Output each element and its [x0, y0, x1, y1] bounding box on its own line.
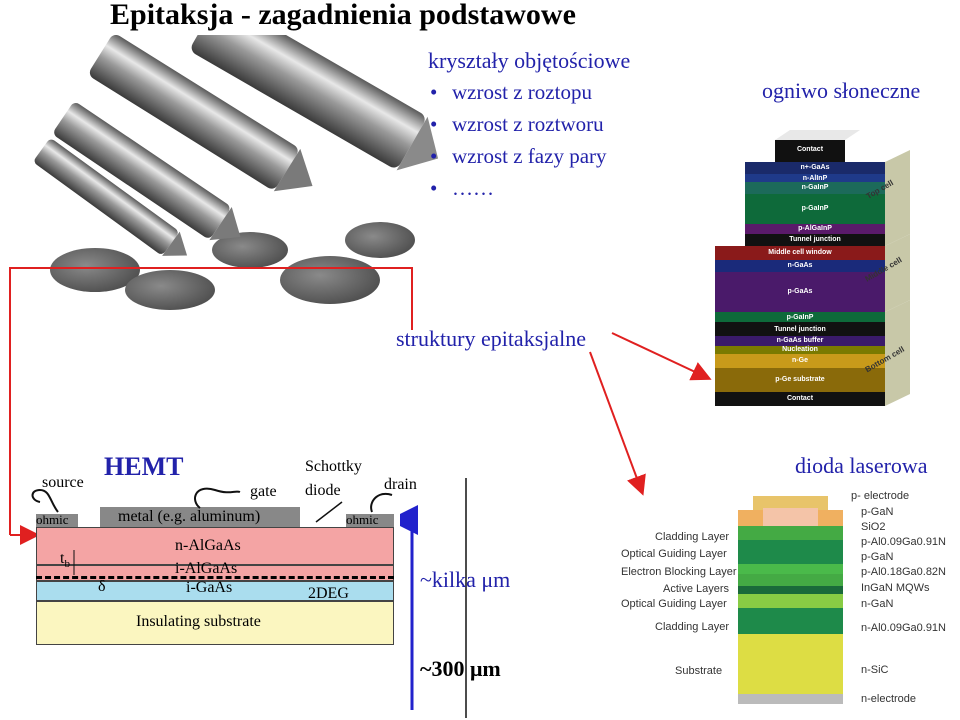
laser-right-label: n-electrode: [861, 693, 917, 705]
solar-layer-label: Tunnel junction: [789, 236, 841, 243]
arrow-to-solar: [611, 332, 712, 381]
laser-left-label: Active Layers: [663, 583, 730, 595]
laser-left-label: Optical Guiding Layer: [621, 598, 727, 610]
laser-right-label: p-Al0.09Ga0.91N: [861, 536, 946, 548]
hemt-gate-wire: [194, 487, 241, 509]
wafer: [345, 222, 415, 258]
solar-layer-label: n-GaAs buffer: [776, 337, 824, 344]
laser-right-label: n-GaN: [861, 598, 894, 610]
hemt-schottky-pointer: [315, 501, 343, 523]
hemt-diode-label: diode: [305, 482, 341, 499]
hemt-tb-label: tb: [60, 550, 70, 571]
bulk-item-melt: wzrost z roztopu: [430, 80, 592, 105]
hemt-metal-gate: [100, 507, 300, 527]
solar-layer-label: p-GaInP: [786, 314, 814, 321]
hemt-source-label: source: [42, 474, 84, 491]
hemt-delta-doping-line: [36, 576, 394, 579]
arrow-to-hemt: [9, 267, 413, 535]
solar-layer-label: Nucleation: [782, 346, 818, 353]
solar-layer-label: n-GaInP: [801, 184, 829, 191]
arrow-to-laser: [589, 351, 646, 496]
bulk-item-solution: wzrost z roztworu: [430, 112, 604, 137]
solar-layer-label: Contact: [786, 395, 814, 402]
ingot: [89, 35, 313, 192]
wafer: [212, 232, 288, 268]
bulk-crystals-heading: kryształy objętościowe: [428, 48, 631, 73]
hemt-title: HEMT: [104, 452, 184, 481]
laser-left-label: Substrate: [675, 665, 723, 677]
solar-layer-label: n-Ge: [792, 357, 808, 364]
laser-right-label: p- electrode: [851, 490, 910, 502]
solar-top-contact-label: Contact: [796, 146, 824, 153]
hemt-layer-substrate: [36, 601, 394, 645]
hemt-layer-i-gaas: [36, 581, 394, 601]
hemt-2deg-label: 2DEG: [308, 585, 349, 602]
solar-layer-label: p-GaAs: [787, 288, 813, 295]
solar-layer-label: n+-GaAs: [800, 164, 830, 171]
hemt-source-wire: [31, 488, 59, 513]
laser-diode-diagram: Cladding Layer Optical Guiding Layer Ele…: [615, 488, 960, 720]
hemt-drain-label: drain: [384, 476, 417, 493]
solar-layer-label: n-GaAs: [787, 262, 813, 269]
solar-cell-stack: Contact n+-GaAs n-AlInP n-GaInP p-GaInP …: [715, 130, 910, 410]
few-micron-label: ~kilka μm: [420, 567, 511, 592]
ingot: [54, 103, 241, 241]
epitaxial-structures-label: struktury epitaksjalne: [396, 326, 587, 351]
laser-right-label: n-SiC: [861, 664, 889, 676]
wafer: [125, 270, 215, 310]
solar-layer-label: Middle cell window: [768, 249, 832, 256]
laser-left-label: Cladding Layer: [655, 531, 729, 543]
bulk-item-more: ……: [430, 176, 494, 201]
laser-left-label: Optical Guiding Layer: [621, 548, 727, 560]
laser-right-label: n-Al0.09Ga0.91N: [861, 622, 946, 634]
laser-right-label: SiO2: [861, 521, 886, 533]
hemt-n-algaas-label: n-AlGaAs: [175, 537, 241, 554]
laser-left-label: Cladding Layer: [655, 621, 729, 633]
hemt-drain-wire: [370, 492, 393, 513]
laser-right-label: InGaN MQWs: [861, 582, 930, 594]
hemt-substrate-label: Insulating substrate: [136, 613, 261, 630]
hemt-ohmic-right-label: ohmic: [346, 512, 379, 527]
hemt-ohmic-left-label: ohmic: [36, 512, 69, 527]
ingot: [34, 139, 188, 256]
thickness-scale-arrow: [400, 505, 418, 710]
laser-left-label: Electron Blocking Layer: [621, 566, 737, 578]
hemt-layer-n-algaas: [36, 527, 394, 565]
laser-right-label: p-Al0.18Ga0.82N: [861, 566, 946, 578]
crystal-ingots-image: [34, 35, 439, 310]
hemt-gate-label: gate: [250, 483, 277, 500]
laser-right-label: p-GaN: [861, 551, 894, 563]
hemt-ohmic-right: [346, 514, 394, 527]
solar-layer-label: p-Ge substrate: [775, 376, 825, 383]
hemt-i-gaas-label: i-GaAs: [186, 579, 233, 596]
hemt-i-algaas-label: i-AlGaAs: [175, 560, 238, 577]
solar-layer-label: p-GaInP: [801, 205, 829, 212]
solar-layer-label: Tunnel junction: [774, 326, 826, 333]
wafer: [50, 248, 140, 292]
hemt-diagram: HEMT source gate Schottky diode drain oh…: [0, 450, 420, 650]
hemt-schottky-label: Schottky: [305, 458, 362, 475]
hemt-delta-label: δ: [98, 578, 106, 595]
solar-layer-label: p-AlGaInP: [798, 225, 832, 232]
hemt-ohmic-left: [36, 514, 78, 527]
laser-right-label: p-GaN: [861, 506, 894, 518]
laser-diode-label: dioda laserowa: [795, 453, 928, 478]
substrate-thickness-label: ~300 μm: [420, 656, 501, 681]
hemt-metal-label: metal (e.g. aluminum): [118, 508, 261, 525]
solar-layer-label: n-AlInP: [802, 175, 828, 182]
solar-cell-label: ogniwo słoneczne: [762, 78, 921, 103]
ingot: [191, 35, 439, 171]
bulk-item-vapor: wzrost z fazy pary: [430, 144, 607, 169]
page-title: Epitaksja - zagadnienia podstawowe: [110, 0, 576, 31]
